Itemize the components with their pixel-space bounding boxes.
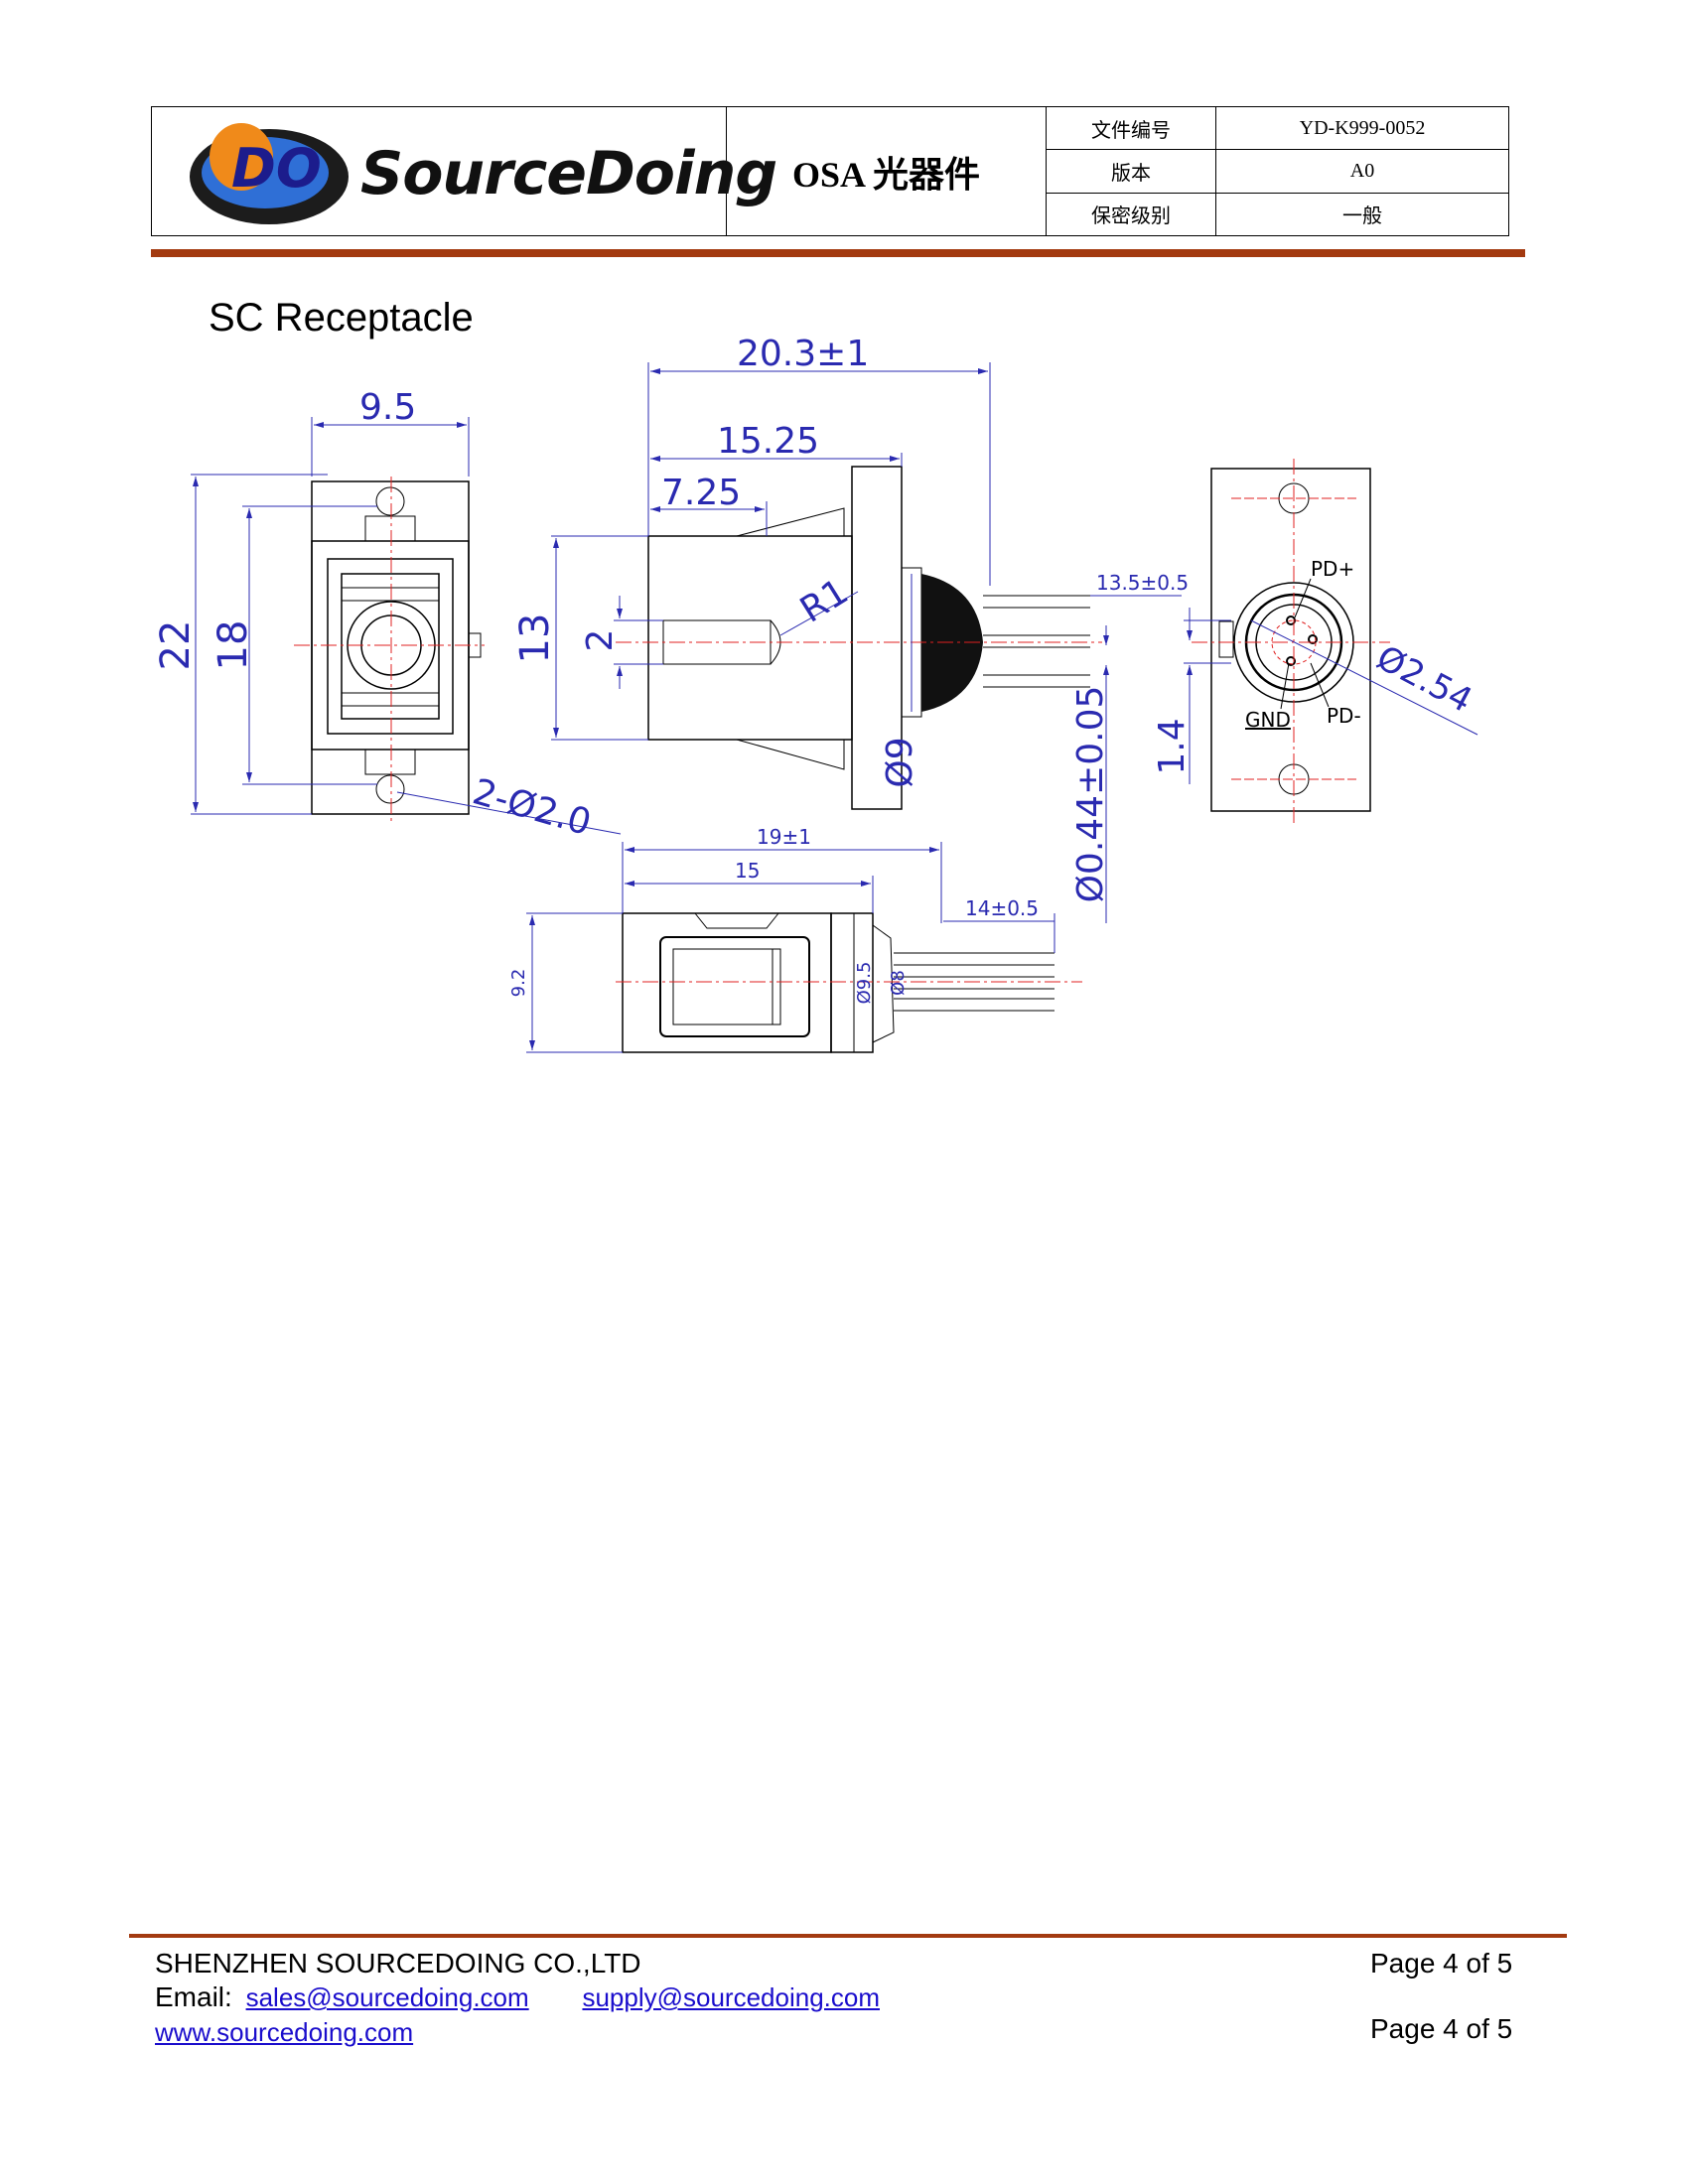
doc-info-table: 文件编号 YD-K999-0052 版本 A0 保密级别 一般	[1047, 107, 1508, 235]
logo-cell: DO SourceDoing	[152, 107, 777, 235]
dim-d9-5: Ø9.5	[854, 962, 875, 1005]
dim-body-height: 13	[512, 614, 558, 664]
dim-bottom-body: 15	[735, 859, 760, 883]
dim-pin-pitch: 1.4	[1152, 718, 1193, 774]
email-supply-link[interactable]: supply@sourcedoing.com	[582, 1982, 880, 2012]
document-header: DO SourceDoing OSA 光器件 文件编号 YD-K999-0052…	[151, 106, 1509, 236]
dim-overall-length: 20.3±1	[737, 334, 869, 374]
dim-width-9-5: 9.5	[359, 387, 416, 428]
dim-bottom-pin: 14±0.5	[965, 896, 1039, 920]
dim-pcd: Ø2.54	[1370, 638, 1478, 721]
dim-bottom-height: 9.2	[508, 969, 529, 998]
header-divider	[151, 249, 1525, 257]
info-label: 文件编号	[1047, 107, 1216, 150]
dim-pin-diameter: Ø0.44±0.05	[1070, 686, 1111, 903]
email-label: Email:	[155, 1981, 232, 2012]
dim-radius: R1	[793, 571, 855, 630]
dim-diameter-9: Ø9	[880, 737, 920, 787]
top-view: 19±1 15 14±0.5 9.2 Ø9.5 Ø8	[508, 825, 1082, 1053]
footer-page-top: Page 4 of 5	[1370, 1948, 1513, 1979]
dim-d8: Ø8	[888, 970, 909, 996]
info-label: 保密级别	[1047, 193, 1216, 235]
info-value: YD-K999-0052	[1299, 116, 1426, 139]
info-value: A0	[1349, 159, 1375, 182]
info-value: 一般	[1342, 205, 1382, 228]
info-row-version: 版本 A0	[1047, 150, 1508, 194]
info-row-doc-number: 文件编号 YD-K999-0052	[1047, 107, 1508, 151]
footer-company: SHENZHEN SOURCEDOING CO.,LTD	[155, 1948, 641, 1979]
brand-name: SourceDoing	[360, 139, 777, 208]
technical-drawing: 9.5 22 18 2-Ø2.0 20.3±1	[153, 334, 1478, 1053]
info-row-confidentiality: 保密级别 一般	[1047, 193, 1508, 235]
footer-divider	[129, 1934, 1567, 1938]
label-pd-minus: PD-	[1327, 704, 1361, 728]
doc-title: OSA 光器件	[727, 107, 1047, 235]
info-label: 版本	[1047, 150, 1216, 193]
footer-email-row: Email: sales@sourcedoing.com supply@sour…	[155, 1981, 880, 2013]
footer-page-bottom: Page 4 of 5	[1370, 2013, 1513, 2044]
dim-front-length: 7.25	[661, 473, 741, 513]
dim-height-22: 22	[153, 620, 199, 671]
company-logo-icon: DO	[190, 123, 349, 224]
dim-holes: 2-Ø2.0	[469, 771, 596, 844]
side-view: 20.3±1 15.25 7.25 13 2 R1 Ø9 13.5±0.5 Ø0…	[512, 334, 1189, 923]
website-link[interactable]: www.sourcedoing.com	[155, 2017, 414, 2047]
rear-view: PD+ GND PD- Ø2.54 1.4	[1152, 459, 1478, 824]
dim-bottom-total: 19±1	[757, 825, 811, 849]
dim-pin-length: 13.5±0.5	[1096, 571, 1189, 595]
dim-body-length: 15.25	[717, 421, 819, 462]
dim-height-18: 18	[211, 620, 256, 671]
logo-mark: DO	[231, 137, 322, 200]
dim-offset: 2	[580, 629, 621, 652]
label-gnd: GND	[1245, 708, 1291, 732]
email-sales-link[interactable]: sales@sourcedoing.com	[245, 1982, 529, 2012]
section-title: SC Receptacle	[209, 296, 474, 340]
label-pd-plus: PD+	[1311, 557, 1354, 581]
